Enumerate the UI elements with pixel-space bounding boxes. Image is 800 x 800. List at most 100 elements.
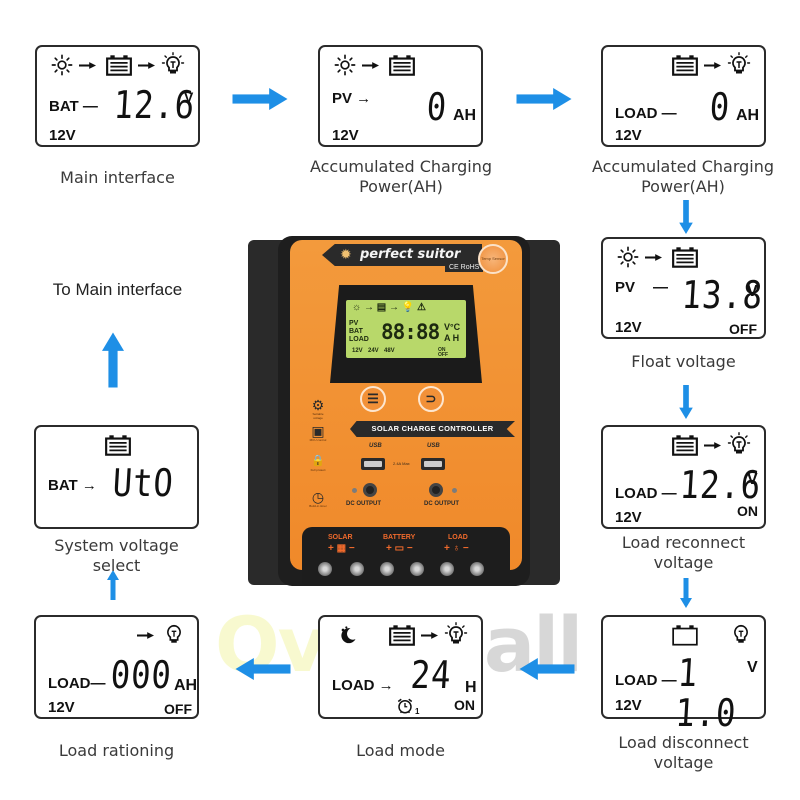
mcu-chip-icon: ▣MCU control [308,424,328,442]
terminal-screw-battery-neg[interactable] [410,562,424,576]
usb-port-right[interactable] [421,458,445,470]
terminal-screw-battery-pos[interactable] [380,562,394,576]
caption-line-1: System voltage [54,536,179,555]
panel-load-reconnect: LOAD — 12.6 V 12V ON [601,425,766,529]
caption-load-reconnect: Load reconnect voltage [586,533,781,573]
arrow-right-icon [137,631,154,640]
load-label: LOAD — [615,105,677,122]
bat-label: BAT → [48,477,97,494]
state-label: OFF [164,701,192,717]
caption-line-1: Load reconnect [621,533,746,552]
caption-line-1: Load disconnect [618,733,749,752]
pv-label: PV → [332,90,372,107]
brand-sun-logo-icon: ✹ [340,246,352,262]
unit-label: V [747,283,758,300]
side-icon-label: MCU control [309,438,327,442]
caption-line-2: select [92,556,141,575]
unit-label: V [184,89,194,105]
ah-readout: 0 [708,85,732,129]
dc-output-jack-left[interactable] [363,483,377,497]
dc-output-jack-right[interactable] [429,483,443,497]
panel-main-interface: BAT — 12.6 V 12V [35,45,200,147]
battery-terminal-icon: + ▭ − [386,543,413,554]
lcd-label-load: LOAD [349,336,369,343]
state-label: ON [454,697,475,713]
terminal-screw-solar-pos[interactable] [318,562,332,576]
sun-icon [617,246,639,268]
flow-arrow-left-icon [516,658,578,680]
sun-icon [51,54,73,76]
flow-arrow-right-icon [229,88,291,110]
caption-system-voltage-select: System voltage select [19,536,214,576]
panel-load-disconnect: LOAD — 1 1.0 V 12V [601,615,766,735]
caption-load-accumulated: Accumulated Charging Power(AH) [572,157,794,197]
system-voltage-label: 12V [615,509,642,526]
voltage-readout: 1 1.0 [674,651,738,735]
temp-sensor: Temp Sensor [478,244,508,274]
mode-readout: UtO [111,461,176,505]
system-voltage-label: 12V [615,319,642,336]
panel-load-accumulated: LOAD — 0 AH 12V [601,45,766,147]
load-label: LOAD— [48,675,106,692]
menu-button[interactable]: ☰ [360,386,386,412]
usb-label-left: USB [369,443,382,449]
battery-icon [671,433,699,457]
caption-line-2: Power(AH) [359,177,443,196]
arrow-right-icon [362,61,379,70]
terminal-screw-load-neg[interactable] [470,562,484,576]
terminal-screw-load-pos[interactable] [440,562,454,576]
bulb-icon [161,52,185,76]
bulb-icon [727,52,751,76]
bat-label: BAT — [49,98,98,115]
full-protect-lock-icon: 🔒Full protect [308,452,328,472]
state-label: ON [737,503,758,519]
terminal-label-solar: SOLAR [328,534,353,541]
certification-marks: CE RoHS [445,263,484,272]
enter-button[interactable]: ⊃ [418,386,444,412]
dc-output-label-left: DC OUTPUT [346,501,381,507]
flow-arrow-right-icon [513,88,575,110]
battery-icon [104,433,132,457]
load-label: LOAD — [615,485,677,502]
bulb-icon [163,623,185,645]
bulb-icon [727,432,751,456]
bulb-icon [730,623,752,645]
unit-label: H [465,679,477,696]
alarm-clock-icon [396,697,414,715]
flow-arrow-up-icon [102,330,124,390]
moon-icon [338,625,358,645]
lcd-voltage-12v: 12V [352,348,363,354]
sun-icon [334,54,356,76]
lcd-voltage-48v: 48V [384,348,395,354]
ah-readout: 000 [109,653,174,697]
product-banner: SOLAR CHARGE CONTROLLER [350,421,515,437]
panel-load-rationing: LOAD— 000 AH 12V OFF [34,615,199,719]
lcd-display: ☼ → ▤ → 💡 ⚠ PV BAT LOAD 88:88 V°C A H 12… [346,300,466,358]
panel-pv-accumulated: PV → 0 AH 12V [318,45,483,147]
arrow-right-icon [421,631,438,640]
arrow-right-icon [704,61,721,70]
clock-icon: ◷ [311,489,325,505]
flow-arrow-down-icon [675,578,697,608]
battery-icon [671,245,699,269]
system-voltage-label: 12V [49,127,76,144]
terminal-screw-solar-neg[interactable] [350,562,364,576]
side-icon-label: Build-in timer [309,504,327,508]
caption-load-mode: Load mode [356,741,445,760]
lcd-on-off: ON OFF [438,347,448,358]
lcd-label-pv: PV [349,320,359,327]
terminal-label-battery: BATTERY [383,534,416,541]
caption-pv-accumulated: Accumulated Charging Power(AH) [290,157,512,197]
ah-readout: 0 [425,85,449,129]
battery-empty-icon [671,623,699,647]
caption-load-rationing: Load rationing [58,741,175,760]
lcd-units-top: V°C [444,322,461,332]
panel-float-voltage: PV — 13.8 V 12V OFF [601,237,766,339]
lcd-voltage-24v: 24V [368,348,379,354]
bulb-icon [444,622,468,646]
caption-line-2: voltage [653,553,714,572]
side-icon-label: Full protect [310,468,326,472]
usb-port-left[interactable] [361,458,385,470]
dc-output-label-right: DC OUTPUT [424,501,459,507]
unit-label: AH [453,107,477,124]
